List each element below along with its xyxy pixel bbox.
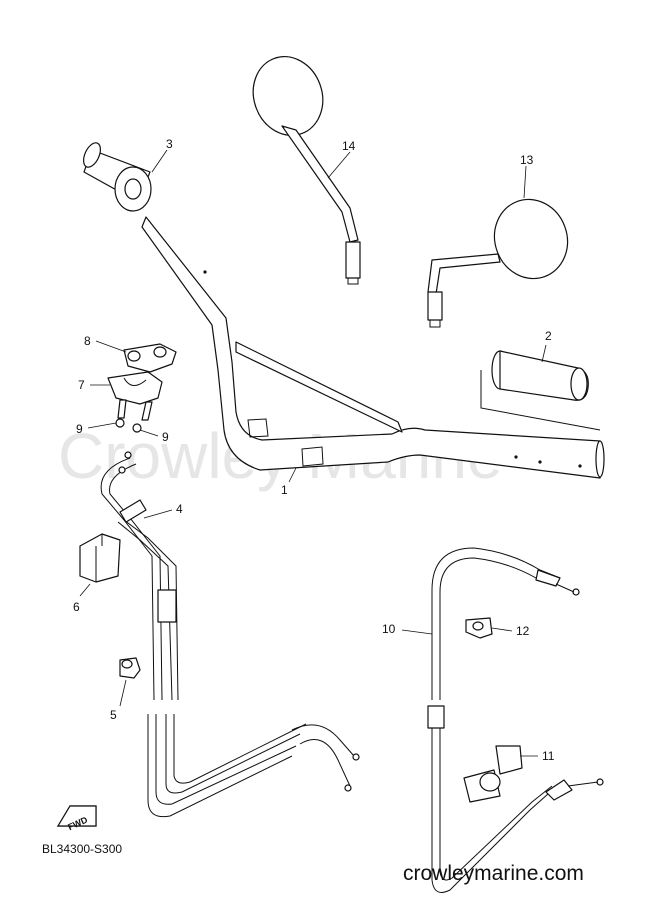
callout-5: 5 (110, 708, 117, 722)
callout-9a: 9 (76, 422, 83, 436)
lower-holder-part-7[interactable] (107, 371, 163, 405)
holder-part-11[interactable] (463, 745, 523, 803)
mirror-part-13[interactable] (427, 189, 579, 328)
callout-12: 12 (516, 624, 530, 638)
throttle-cable-part-4[interactable] (100, 451, 360, 818)
mirror-part-14[interactable] (242, 47, 361, 285)
callout-7: 7 (78, 378, 85, 392)
clutch-cable-part-10[interactable] (427, 547, 604, 893)
handlebar-part-1[interactable] (141, 216, 605, 479)
grip-part-2[interactable] (480, 350, 601, 431)
website-text[interactable]: crowleymarine.com (403, 862, 584, 885)
diagram-code: BL34300-S300 (42, 842, 122, 856)
callout-1: 1 (281, 483, 288, 497)
bracket-part-6[interactable] (79, 533, 121, 583)
callout-9b: 9 (162, 430, 169, 444)
callout-3: 3 (166, 137, 173, 151)
callout-2: 2 (545, 329, 552, 343)
clamp-part-5[interactable] (119, 657, 141, 679)
callout-6: 6 (73, 600, 80, 614)
throttle-grip-part-3[interactable] (80, 140, 152, 212)
upper-holder-part-8[interactable] (123, 343, 177, 373)
bolt-part-9a[interactable] (115, 399, 127, 428)
callout-4: 4 (176, 502, 183, 516)
callout-11: 11 (542, 749, 555, 763)
callout-13: 13 (520, 153, 534, 167)
clip-part-12[interactable] (465, 617, 493, 639)
callout-10: 10 (382, 622, 396, 636)
fwd-arrow-icon (56, 805, 97, 827)
callout-8: 8 (84, 334, 91, 348)
callout-14: 14 (342, 139, 356, 153)
bolt-part-9b[interactable] (132, 401, 153, 433)
